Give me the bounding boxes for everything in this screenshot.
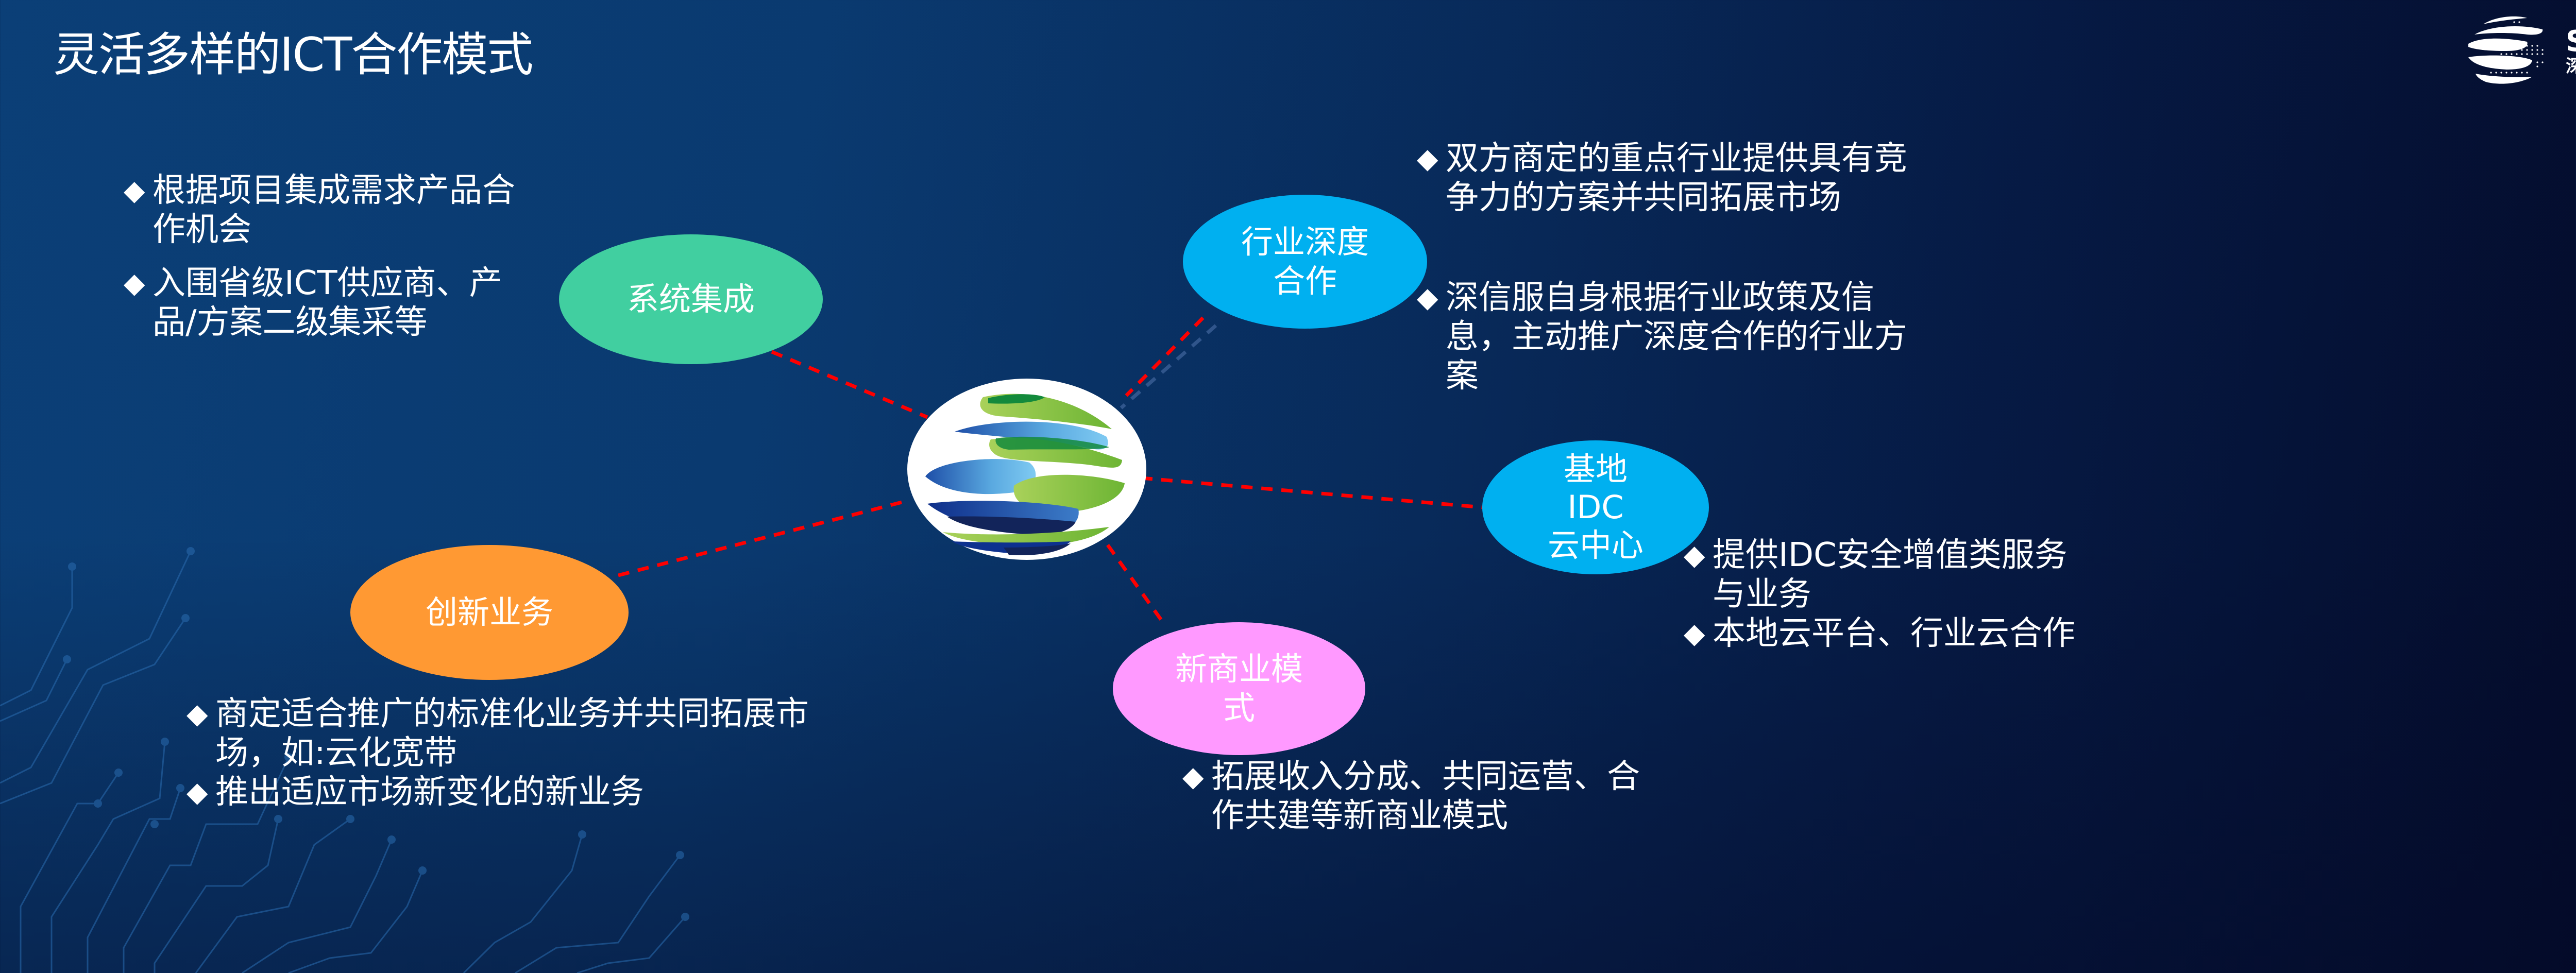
bullets-new-business-model: ◆ 拓展收入分成、共同运营、合作共建等新商业模式 bbox=[1182, 757, 1656, 835]
node-label-line: 式 bbox=[1223, 689, 1255, 727]
node-label: 系统集成 bbox=[626, 280, 755, 318]
diamond-bullet-icon: ◆ bbox=[1684, 617, 1705, 650]
bullet-item: ◆ 提供IDC安全增值类服务与业务 bbox=[1684, 536, 2067, 613]
diamond-bullet-icon: ◆ bbox=[187, 776, 208, 808]
node-label-line: IDC bbox=[1567, 488, 1624, 526]
bullet-item: ◆ 入围省级ICT供应商、产品/方案二级集采等 bbox=[124, 264, 502, 342]
node-label: 创新业务 bbox=[425, 593, 553, 631]
node-label-line: 新商业模 bbox=[1175, 650, 1303, 688]
bullet-item: ◆ 拓展收入分成、共同运营、合作共建等新商业模式 bbox=[1182, 758, 1640, 835]
bullets-industry-deep-cooperation: ◆ 双方商定的重点行业提供具有竞争力的方案并共同拓展市场 ◆ 深信服自身根据行业… bbox=[1417, 139, 1937, 396]
node-label-line: 基地 bbox=[1563, 450, 1628, 488]
diamond-bullet-icon: ◆ bbox=[187, 697, 208, 730]
sangfor-color-globe-icon bbox=[907, 379, 1146, 560]
node-label-line: 云中心 bbox=[1547, 526, 1643, 564]
diamond-bullet-icon: ◆ bbox=[124, 267, 145, 299]
diamond-bullet-icon: ◆ bbox=[1417, 142, 1438, 175]
bullet-item: ◆ 双方商定的重点行业提供具有竞争力的方案并共同拓展市场 bbox=[1417, 140, 1907, 217]
logo-brand-cn: 深信服科技 bbox=[2566, 56, 2576, 77]
connector-innovative bbox=[618, 499, 908, 577]
diamond-bullet-icon: ◆ bbox=[1417, 281, 1438, 314]
node-new-business-model[interactable]: 新商业模 式 bbox=[1113, 622, 1365, 755]
connector-industry-deep bbox=[1125, 316, 1205, 397]
circuit-board-decoration bbox=[0, 547, 689, 973]
connector-new-business bbox=[1106, 543, 1163, 622]
bullet-item: ◆ 深信服自身根据行业政策及信息，主动推广深度合作的行业方案 bbox=[1417, 279, 1907, 395]
connector-idc bbox=[1141, 476, 1483, 509]
slide-title: 灵活多样的ICT合作模式 bbox=[53, 28, 533, 82]
bullet-item: ◆ 本地云平台、行业云合作 bbox=[1684, 614, 2075, 653]
node-industry-deep-cooperation[interactable]: 行业深度 合作 bbox=[1183, 195, 1427, 329]
connector-industry-deep-shadow bbox=[1120, 324, 1217, 409]
bullets-base-idc-cloud-center: ◆ 提供IDC安全增值类服务与业务 ◆ 本地云平台、行业云合作 bbox=[1684, 536, 2086, 653]
sangfor-logo: SANGFOR 深信服科技 bbox=[2465, 13, 2576, 90]
node-system-integration[interactable]: 系统集成 bbox=[559, 234, 823, 364]
diamond-bullet-icon: ◆ bbox=[124, 174, 145, 207]
bullets-innovative-business: ◆ 商定适合推广的标准化业务并共同拓展市场，如:云化宽带 ◆ 推出适应市场新变化… bbox=[187, 694, 810, 812]
bullet-item: ◆ 根据项目集成需求产品合作机会 bbox=[124, 172, 515, 249]
bullets-system-integration: ◆ 根据项目集成需求产品合作机会 ◆ 入围省级ICT供应商、产品/方案二级集采等 bbox=[124, 171, 531, 342]
diamond-bullet-icon: ◆ bbox=[1182, 760, 1204, 793]
node-label-line: 行业深度 bbox=[1241, 223, 1369, 261]
sangfor-globe-logo-icon bbox=[2468, 16, 2544, 84]
connector-system-integration bbox=[771, 350, 928, 419]
bullet-item: ◆ 推出适应市场新变化的新业务 bbox=[187, 773, 644, 811]
logo-brand-en: SANGFOR bbox=[2566, 27, 2576, 56]
node-label-line: 合作 bbox=[1273, 262, 1337, 300]
node-base-idc-cloud-center[interactable]: 基地 IDC 云中心 bbox=[1482, 440, 1709, 574]
bullet-item: ◆ 商定适合推广的标准化业务并共同拓展市场，如:云化宽带 bbox=[187, 695, 809, 772]
node-innovative-business[interactable]: 创新业务 bbox=[350, 545, 629, 680]
